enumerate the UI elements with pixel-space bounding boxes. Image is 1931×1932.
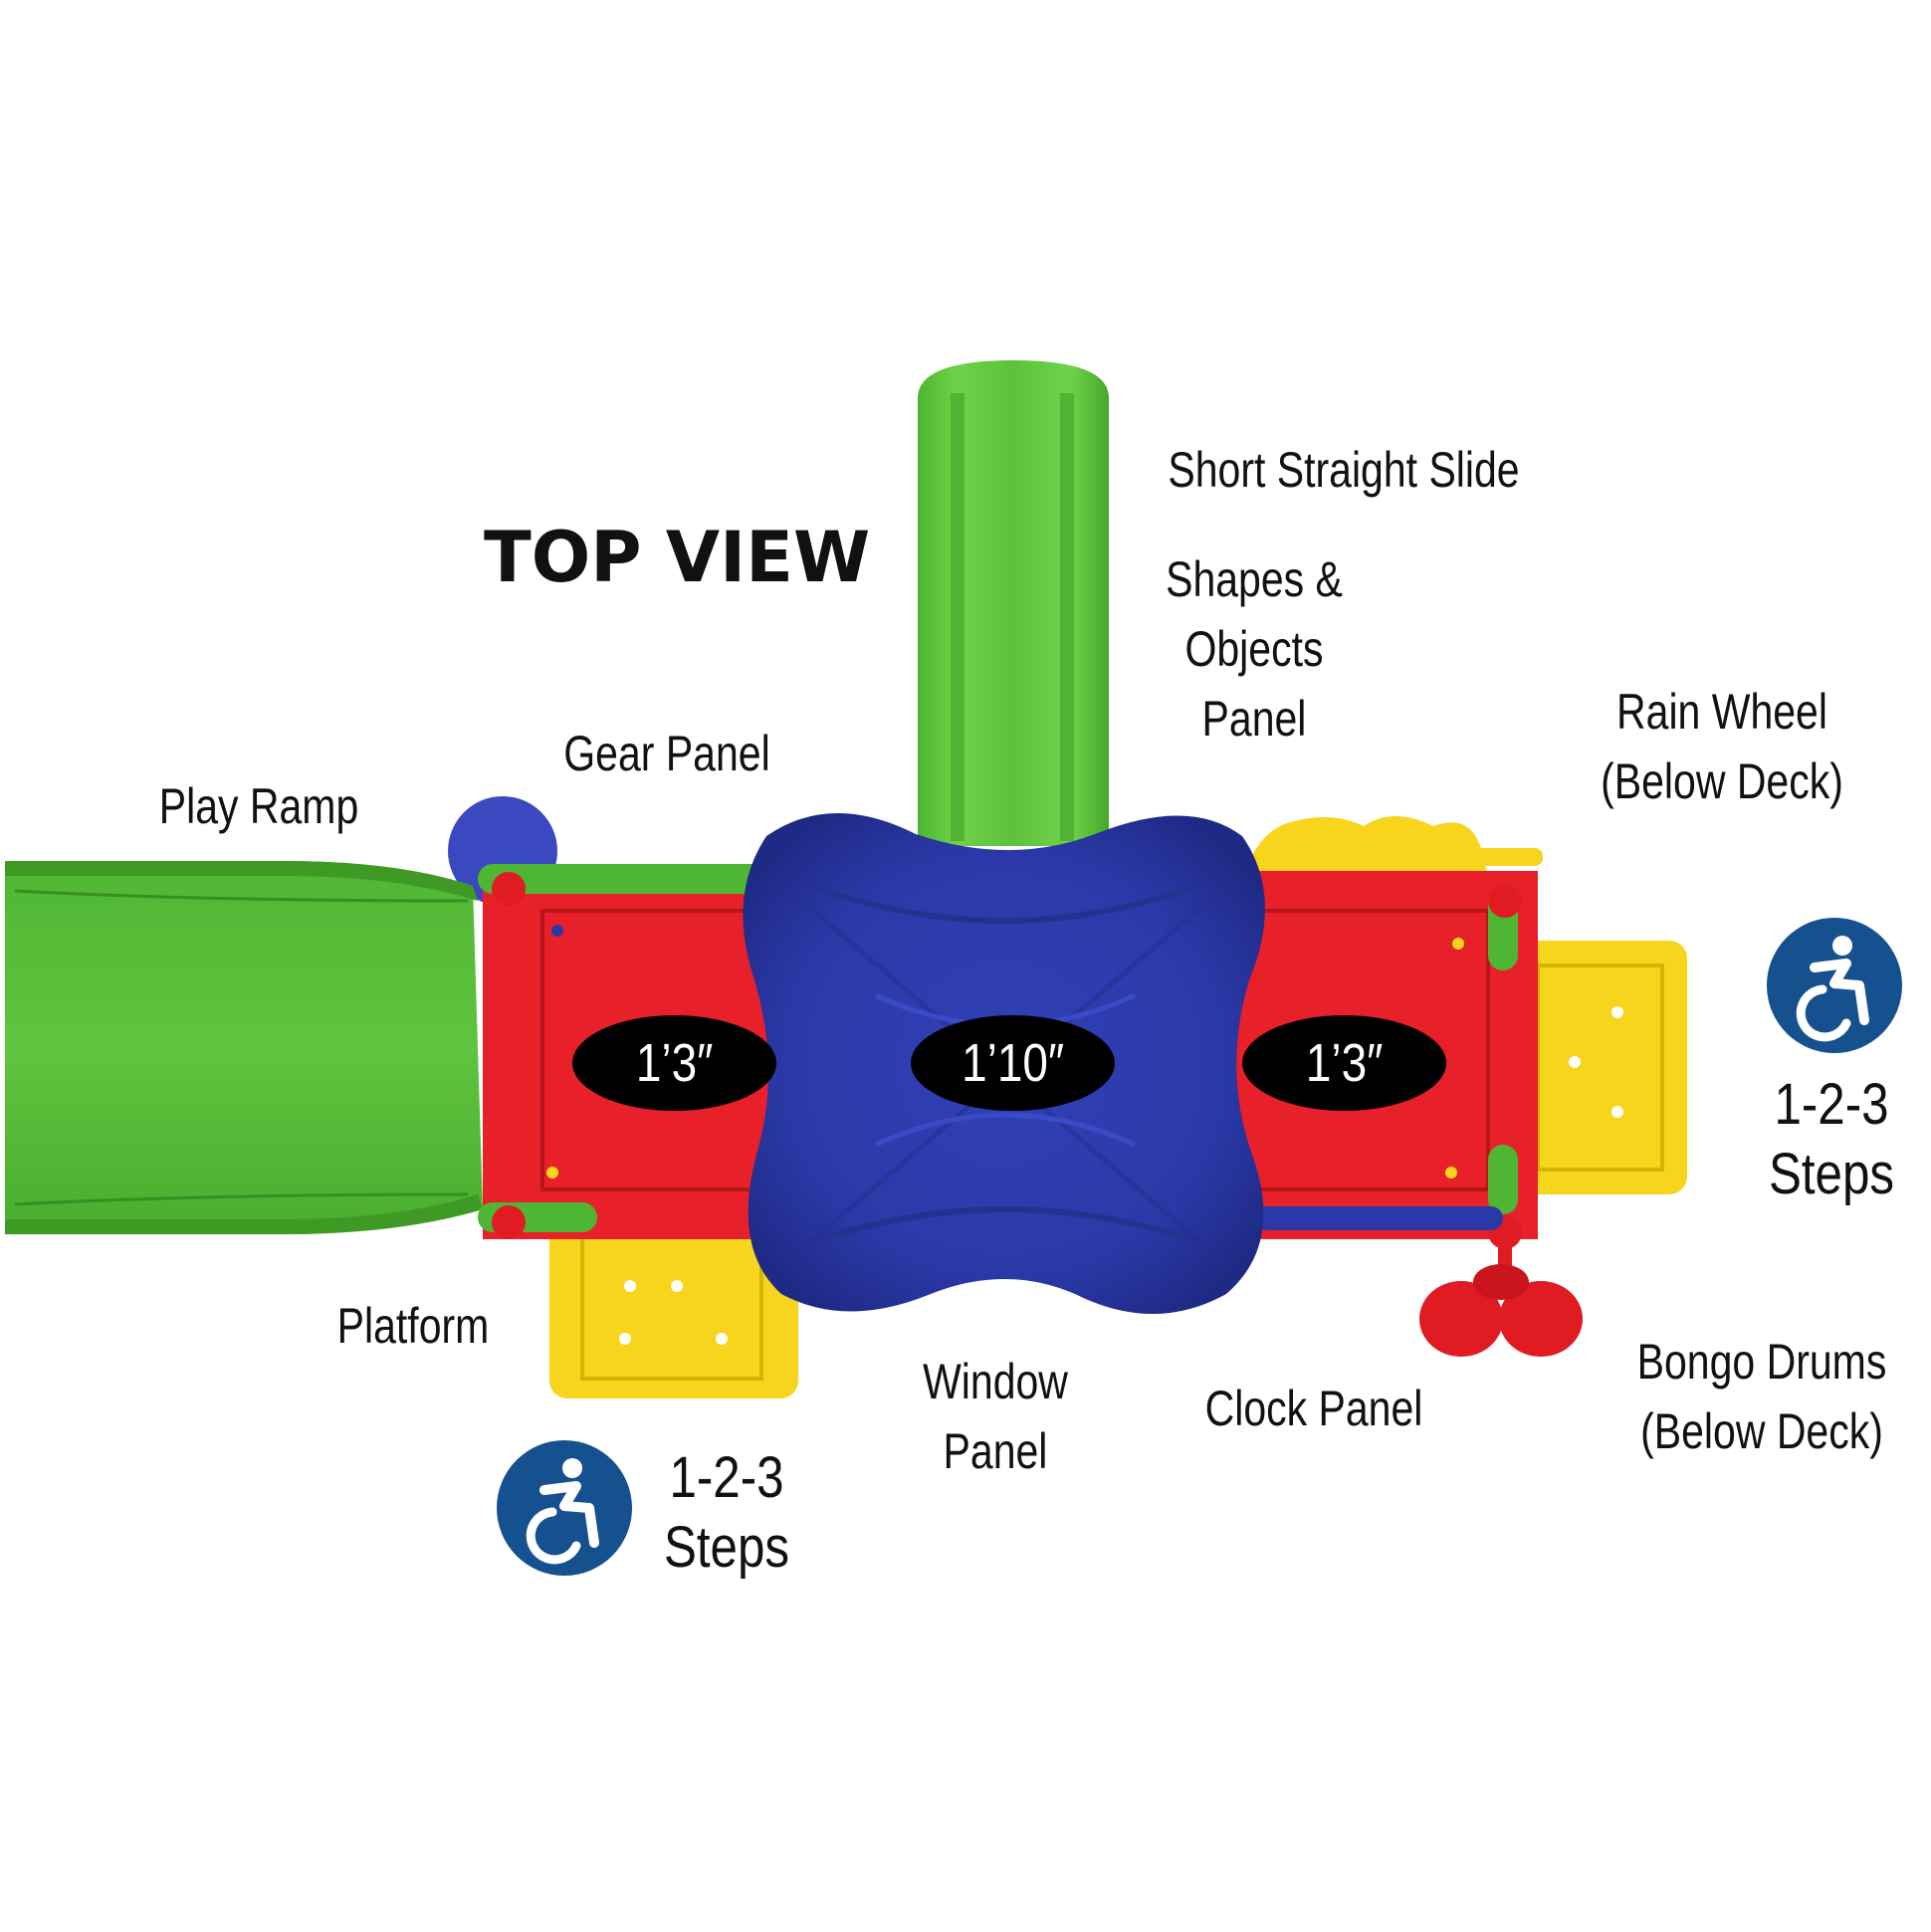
play-ramp-shape — [5, 861, 483, 1234]
accessibility-icon — [1767, 918, 1902, 1053]
deck-rails — [478, 864, 1522, 1249]
label-clock-panel: Clock Panel — [1204, 1381, 1423, 1436]
label-play-ramp: Play Ramp — [158, 778, 359, 834]
left-steps-platform — [549, 1209, 798, 1398]
dimension-center: 1’10″ — [911, 1015, 1115, 1111]
label-gear-panel: Gear Panel — [563, 726, 770, 781]
dimension-left: 1’3″ — [572, 1015, 776, 1111]
accessibility-icon — [497, 1440, 632, 1576]
right-steps-platform — [1513, 941, 1687, 1194]
short-straight-slide — [918, 360, 1109, 846]
label-shapes-objects-panel: Shapes & Objects Panel — [1166, 551, 1343, 747]
page-title: TOP VIEW — [484, 517, 871, 598]
label-steps-left: 1-2-3 Steps — [663, 1445, 790, 1580]
dimension-right: 1’3″ — [1242, 1015, 1446, 1111]
label-bongo-drums: Bongo Drums (Below Deck) — [1636, 1334, 1887, 1459]
label-steps-right: 1-2-3 Steps — [1768, 1072, 1895, 1206]
label-window-panel: Window Panel — [923, 1354, 1068, 1479]
label-platform: Platform — [336, 1298, 490, 1354]
label-short-straight-slide: Short Straight Slide — [1168, 442, 1520, 498]
label-rain-wheel: Rain Wheel (Below Deck) — [1601, 684, 1843, 809]
bongo-drums-shape — [1419, 1232, 1583, 1357]
